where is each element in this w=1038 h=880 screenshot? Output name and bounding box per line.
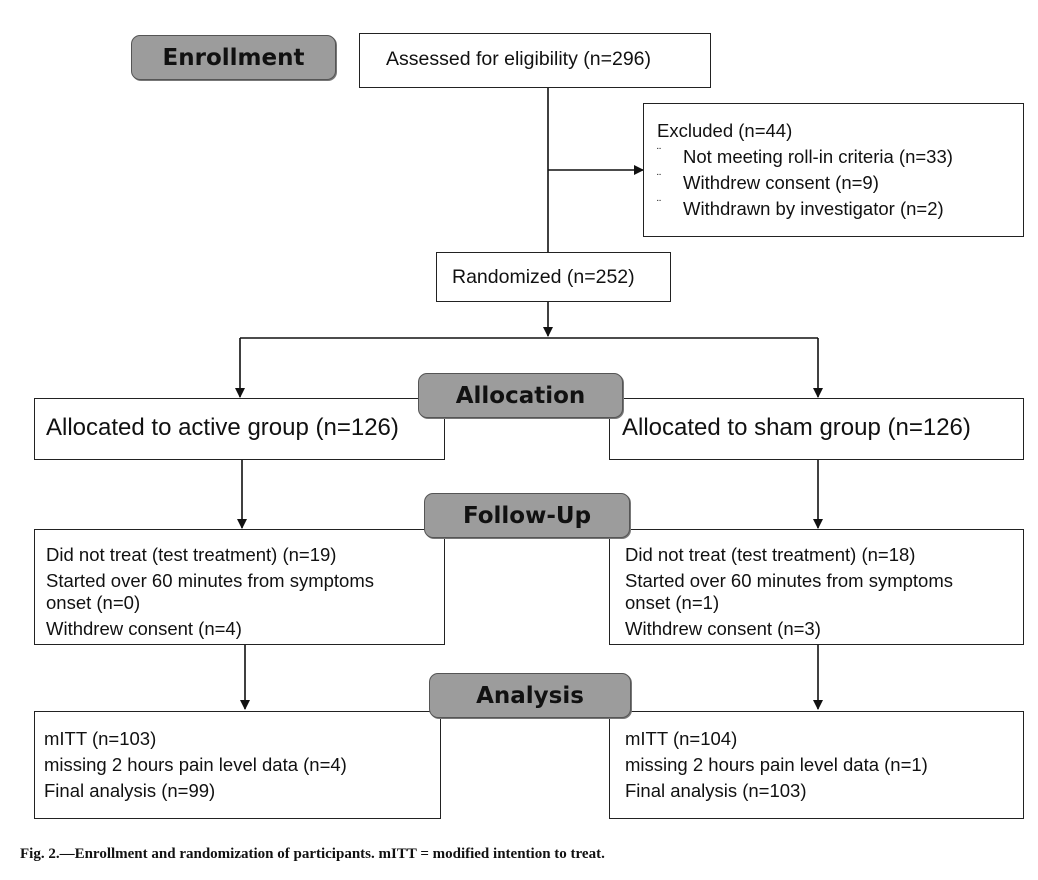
stage-label-followup-text: Follow-Up bbox=[462, 502, 592, 529]
active-analysis-line: missing 2 hours pain level data (n=4) bbox=[44, 754, 347, 775]
stage-label-followup: Follow-Up bbox=[424, 493, 630, 538]
bullet-icon: ¨ bbox=[657, 197, 661, 211]
active-allocated-box: Allocated to active group (n=126) bbox=[34, 398, 445, 460]
active-followup-line: Started over 60 minutes from symptoms bbox=[46, 570, 374, 591]
stage-label-enrollment-text: Enrollment bbox=[162, 44, 305, 71]
excluded-item: ¨ Withdrew consent (n=9) bbox=[657, 170, 879, 196]
stage-label-analysis: Analysis bbox=[429, 673, 631, 718]
stage-label-enrollment: Enrollment bbox=[131, 35, 336, 80]
stage-label-allocation-text: Allocation bbox=[455, 382, 586, 409]
excluded-box: Excluded (n=44) ¨ Not meeting roll-in cri… bbox=[643, 103, 1024, 237]
active-followup-line: Did not treat (test treatment) (n=19) bbox=[46, 544, 337, 565]
active-followup-line: onset (n=0) bbox=[46, 592, 141, 613]
randomized-box: Randomized (n=252) bbox=[436, 252, 671, 302]
sham-analysis-line: mITT (n=104) bbox=[625, 728, 738, 749]
excluded-title: Excluded (n=44) bbox=[657, 120, 793, 141]
excluded-item: ¨ Withdrawn by investigator (n=2) bbox=[657, 196, 944, 222]
sham-followup-line: Started over 60 minutes from symptoms bbox=[625, 570, 953, 591]
excluded-item-text: Withdrawn by investigator (n=2) bbox=[683, 198, 944, 219]
sham-followup-box: Did not treat (test treatment) (n=18) St… bbox=[609, 529, 1024, 645]
sham-analysis-box: mITT (n=104) missing 2 hours pain level … bbox=[609, 711, 1024, 819]
sham-followup-line: Did not treat (test treatment) (n=18) bbox=[625, 544, 916, 565]
excluded-item: ¨ Not meeting roll-in criteria (n=33) bbox=[657, 144, 953, 170]
active-analysis-box: mITT (n=103) missing 2 hours pain level … bbox=[34, 711, 441, 819]
sham-allocated-text: Allocated to sham group (n=126) bbox=[622, 414, 971, 441]
active-followup-box: Did not treat (test treatment) (n=19) St… bbox=[34, 529, 445, 645]
assessed-text: Assessed for eligibility (n=296) bbox=[386, 48, 652, 70]
active-analysis-line: Final analysis (n=99) bbox=[44, 780, 216, 801]
excluded-item-text: Not meeting roll-in criteria (n=33) bbox=[683, 146, 953, 167]
stage-label-analysis-text: Analysis bbox=[476, 682, 584, 709]
sham-analysis-line: missing 2 hours pain level data (n=1) bbox=[625, 754, 928, 775]
stage-label-allocation: Allocation bbox=[418, 373, 623, 418]
figure-caption: Fig. 2.—Enrollment and randomization of … bbox=[20, 846, 605, 862]
active-allocated-text: Allocated to active group (n=126) bbox=[46, 414, 399, 441]
sham-analysis-line: Final analysis (n=103) bbox=[625, 780, 807, 801]
randomized-text: Randomized (n=252) bbox=[452, 266, 635, 288]
excluded-item-text: Withdrew consent (n=9) bbox=[683, 172, 879, 193]
bullet-icon: ¨ bbox=[657, 145, 661, 159]
bullet-icon: ¨ bbox=[657, 171, 661, 185]
assessed-box: Assessed for eligibility (n=296) bbox=[359, 33, 711, 88]
sham-followup-line: Withdrew consent (n=3) bbox=[625, 618, 821, 639]
sham-followup-line: onset (n=1) bbox=[625, 592, 720, 613]
sham-allocated-box: Allocated to sham group (n=126) bbox=[609, 398, 1024, 460]
active-followup-line: Withdrew consent (n=4) bbox=[46, 618, 242, 639]
active-analysis-line: mITT (n=103) bbox=[44, 728, 157, 749]
